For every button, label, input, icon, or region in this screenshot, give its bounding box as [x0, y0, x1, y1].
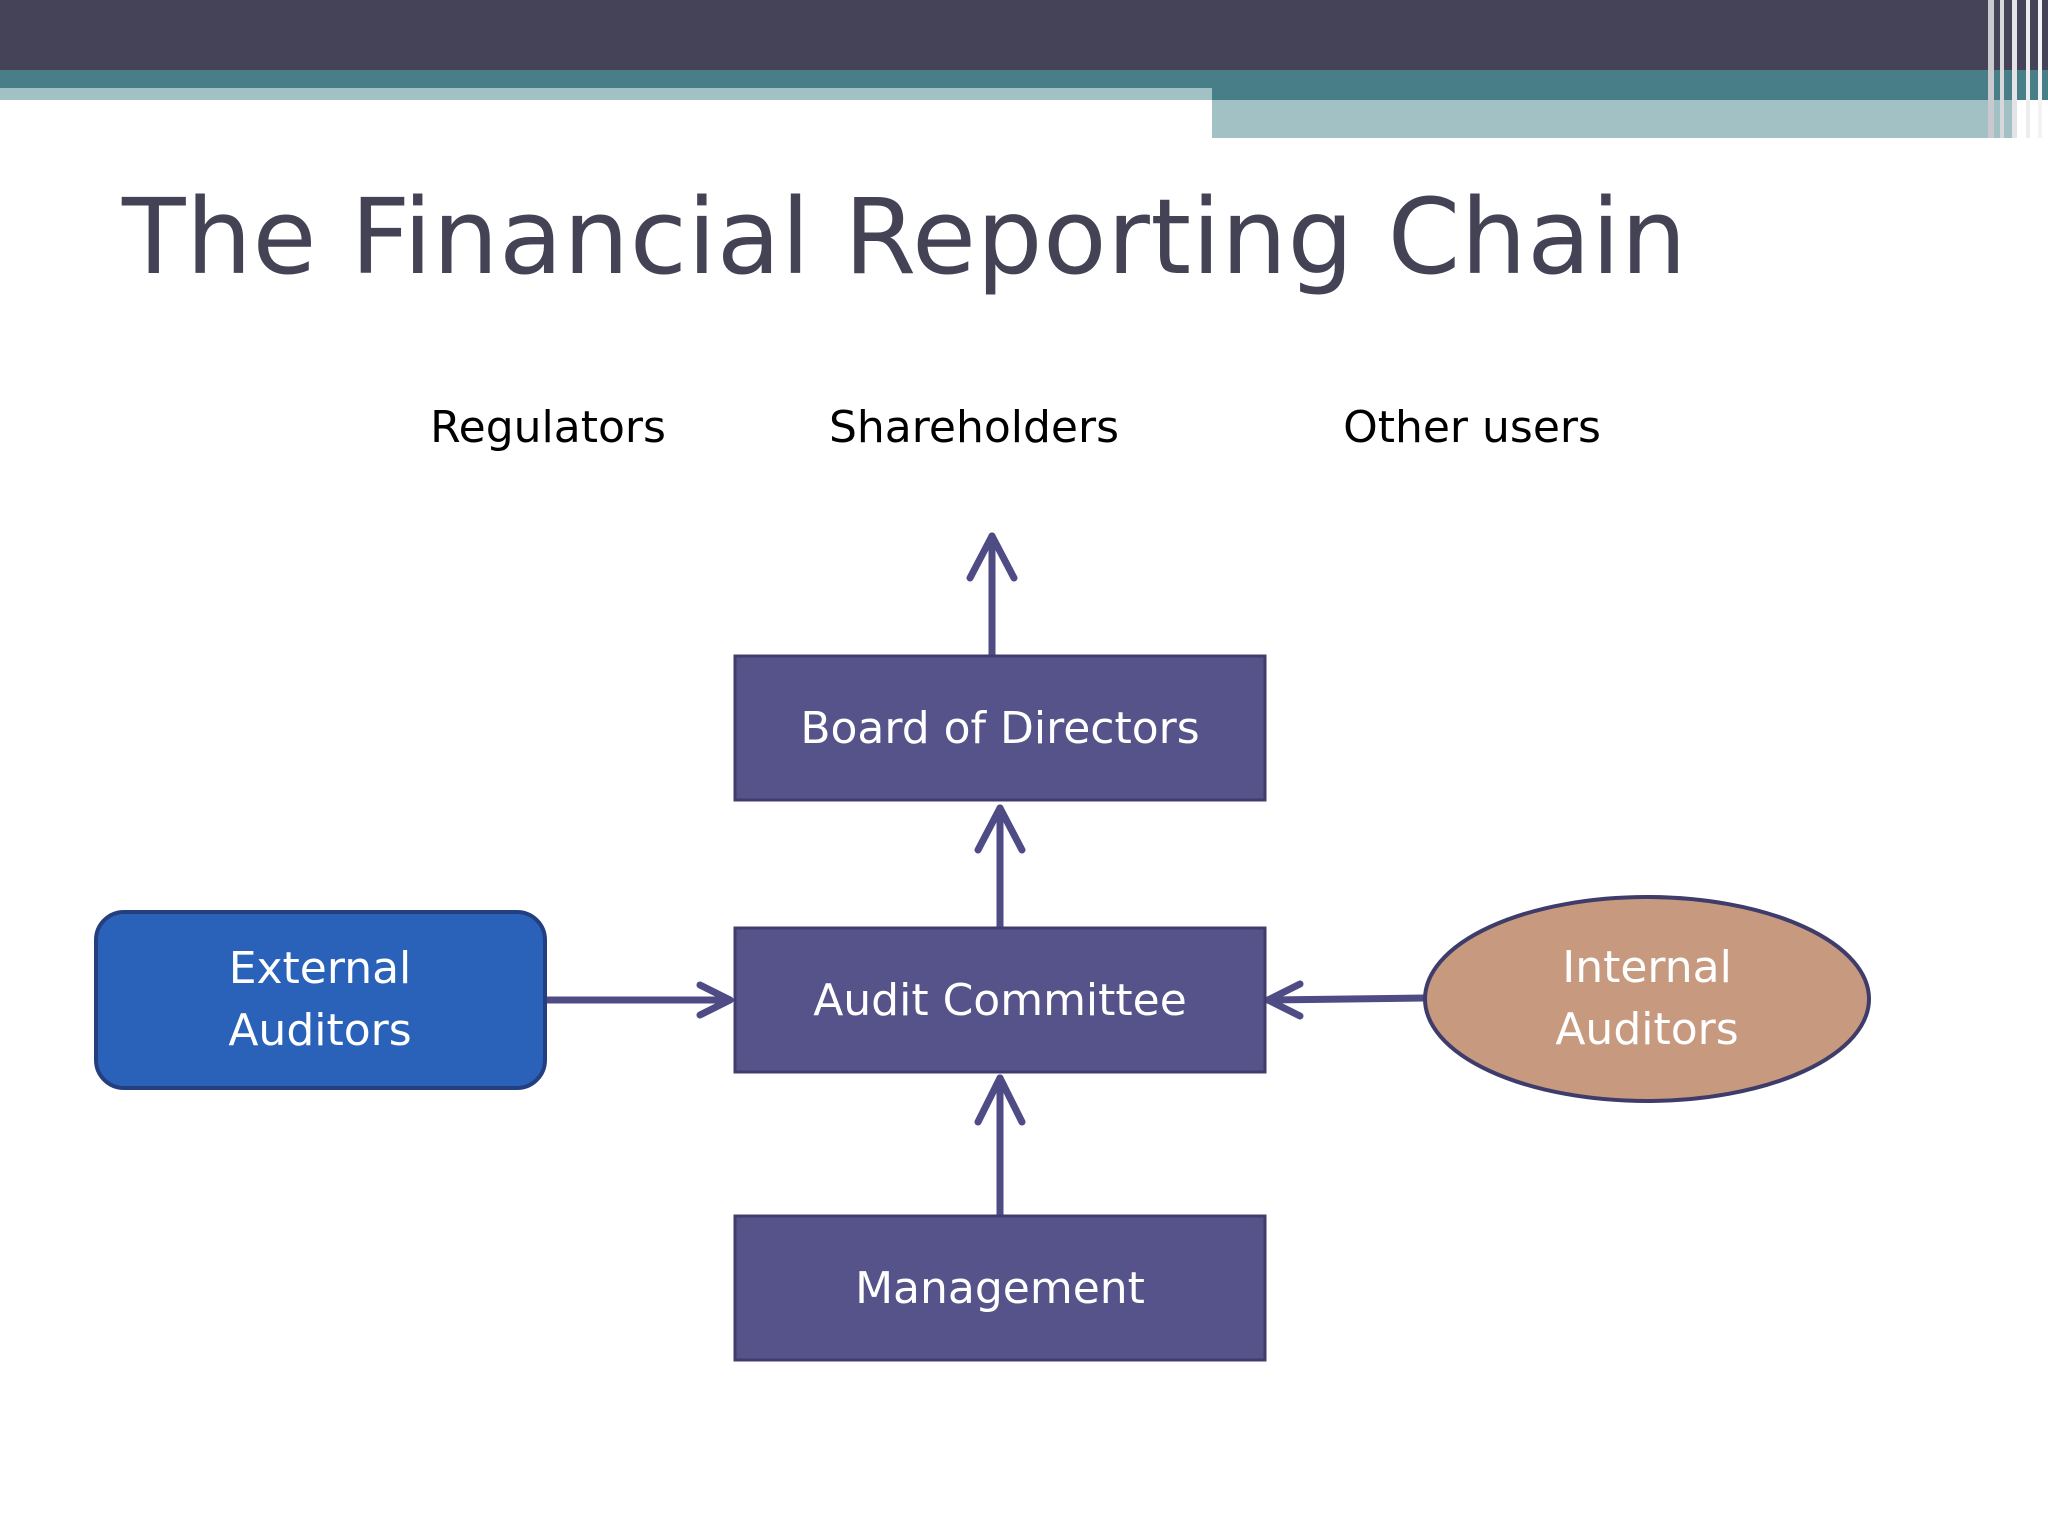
label-line: External: [228, 943, 412, 994]
header-band-light-right: [1212, 100, 2012, 138]
box-audit-committee: [733, 926, 1267, 1074]
ellipse-internal-auditors: [1423, 895, 1871, 1103]
edge-stripe: [2026, 0, 2030, 138]
arrowhead: [696, 981, 734, 1019]
edge-stripe: [2012, 0, 2017, 138]
label-external-auditors: External Auditors: [228, 938, 411, 1062]
header-band-dark: [0, 0, 2048, 70]
box-board-of-directors: [733, 654, 1267, 802]
box-external-auditors: [94, 910, 547, 1090]
label-line: Auditors: [1555, 1004, 1739, 1055]
header-band-light-left: [0, 88, 1212, 100]
edge-stripe: [2038, 0, 2042, 138]
arrow-internal-to-audit: [1264, 994, 1428, 1004]
audience-shareholders: Shareholders: [828, 402, 1120, 453]
arrowhead: [966, 532, 1018, 582]
arrowhead: [974, 804, 1026, 854]
label-management: Management: [855, 1263, 1145, 1314]
label-line: Internal: [1562, 942, 1732, 993]
edge-stripe: [2000, 0, 2004, 138]
arrowhead: [974, 1074, 1026, 1126]
label-audit-committee: Audit Committee: [813, 975, 1187, 1026]
slide-title: The Financial Reporting Chain: [122, 176, 1688, 298]
label-line: Auditors: [228, 1005, 412, 1056]
label-internal-auditors: Internal Auditors: [1555, 937, 1738, 1061]
audience-other-users: Other users: [1343, 402, 1601, 453]
label-board-of-directors: Board of Directors: [800, 703, 1200, 754]
box-management: [733, 1214, 1267, 1362]
arrowhead: [1264, 980, 1304, 1020]
edge-stripe: [1988, 0, 1994, 138]
audience-regulators: Regulators: [430, 402, 666, 453]
